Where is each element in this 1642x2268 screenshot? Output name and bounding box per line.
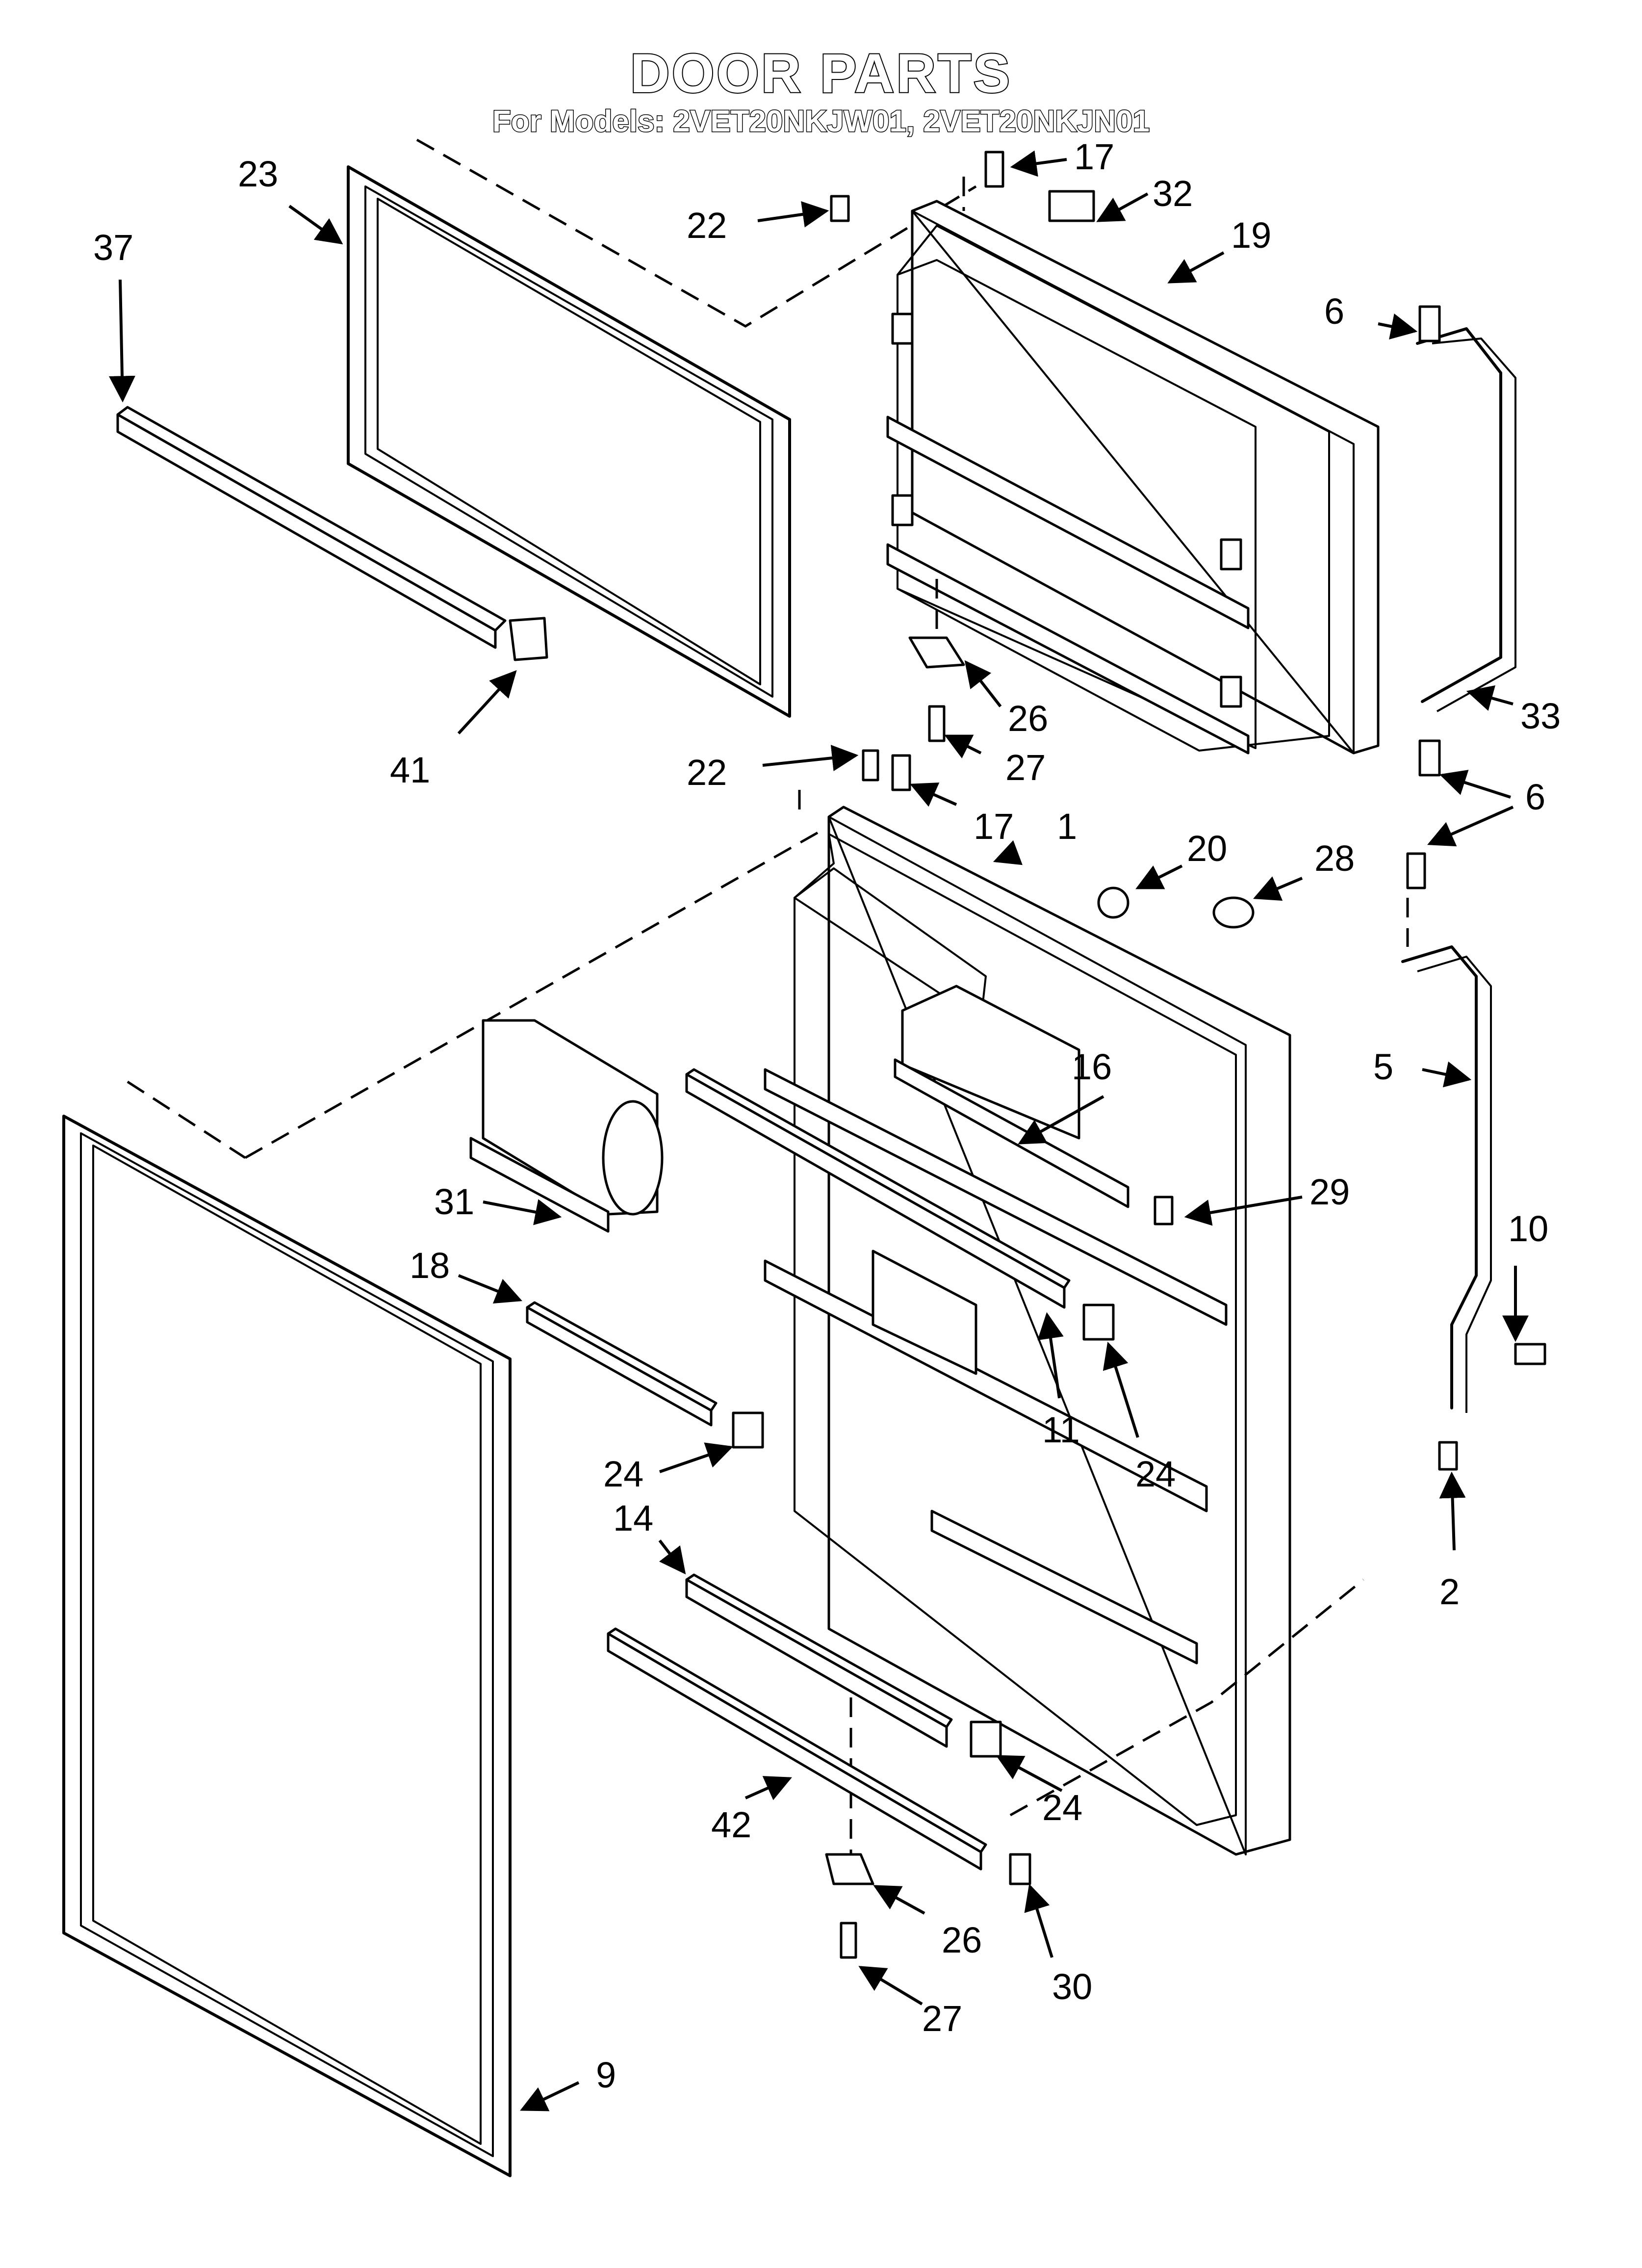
callout-32: 32 — [1153, 173, 1193, 214]
freezer-hinge-hardware — [830, 151, 1004, 742]
callout-16: 16 — [1072, 1046, 1112, 1087]
fresh-food-handle — [1401, 852, 1546, 1471]
callout-17-top: 17 — [1074, 136, 1114, 177]
callout-2: 2 — [1439, 1571, 1460, 1612]
callout-6-top: 6 — [1324, 291, 1344, 332]
callout-28: 28 — [1314, 838, 1355, 879]
freezer-alignment-line — [416, 138, 977, 328]
fresh-food-door-liner — [764, 790, 1291, 1859]
callout-17-mid: 17 — [974, 806, 1014, 847]
callout-10: 10 — [1508, 1208, 1548, 1249]
freezer-handle — [1416, 305, 1516, 777]
bottom-hinge-hardware — [825, 749, 911, 1959]
hole-plugs — [1097, 886, 1255, 929]
model-subtitle: For Models: 2VET20NKJW01, 2VET20NKJN01 — [491, 104, 1150, 139]
fresh-food-door-gasket — [62, 1115, 512, 2177]
shelf-clips — [732, 1196, 1174, 1885]
callout-41: 41 — [390, 750, 430, 790]
freezer-trim-strip — [116, 406, 548, 661]
freezer-door-liner — [886, 177, 1380, 755]
callout-19: 19 — [1231, 215, 1271, 256]
callout-37: 37 — [93, 227, 133, 268]
callout-5: 5 — [1373, 1046, 1393, 1087]
callout-24-left: 24 — [603, 1454, 643, 1494]
callout-22-mid: 22 — [687, 752, 727, 793]
gasket-alignment-line — [127, 1080, 246, 1159]
fresh-food-bottom-line — [1009, 1579, 1364, 1817]
callout-1: 1 — [1057, 806, 1077, 847]
callout-29: 29 — [1309, 1172, 1350, 1212]
callout-22-top: 22 — [687, 205, 727, 246]
callout-24-bottom: 24 — [1042, 1787, 1082, 1828]
callout-20: 20 — [1187, 828, 1227, 869]
callout-11: 11 — [1042, 1409, 1080, 1450]
callout-23: 23 — [238, 154, 278, 194]
callout-6-mid: 6 — [1525, 777, 1545, 817]
callout-leaders — [109, 150, 1529, 2112]
callout-26-top: 26 — [1008, 698, 1048, 739]
callout-26-bottom: 26 — [942, 1920, 982, 1960]
callout-9: 9 — [596, 2055, 616, 2095]
callout-18: 18 — [410, 1245, 450, 1286]
dairy-bin — [469, 1019, 664, 1233]
page-title: DOOR PARTS — [629, 42, 1012, 105]
callout-27-bottom: 27 — [922, 1998, 962, 2039]
callout-42: 42 — [711, 1804, 751, 1845]
callout-24-right: 24 — [1135, 1454, 1176, 1494]
fresh-food-alignment-line — [244, 828, 825, 1159]
callout-labels: 23 37 41 22 17 32 19 6 26 27 33 22 17 6 … — [93, 136, 1561, 2095]
callout-27-top: 27 — [1005, 747, 1046, 788]
callout-30: 30 — [1052, 1966, 1092, 2007]
freezer-door-gasket — [347, 165, 791, 718]
callout-33: 33 — [1520, 696, 1561, 736]
shelf-trim-strips — [526, 1058, 1129, 1871]
callout-31: 31 — [434, 1181, 474, 1222]
callout-14: 14 — [613, 1498, 653, 1538]
